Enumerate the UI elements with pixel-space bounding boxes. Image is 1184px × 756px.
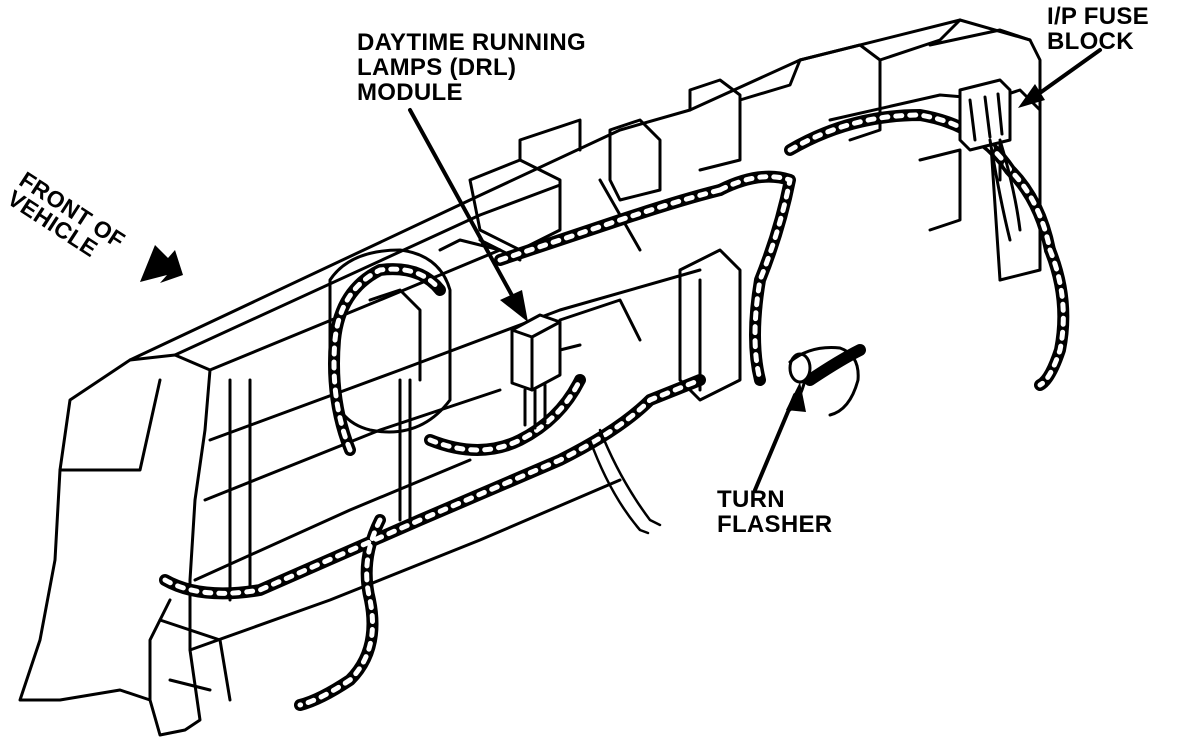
drl-arrow-icon	[500, 290, 528, 322]
front-direction-arrow	[140, 245, 183, 283]
flasher-arrow-icon	[786, 382, 806, 412]
flasher-label-line-2: FLASHER	[717, 511, 833, 538]
flasher-leader-line	[753, 393, 797, 492]
arrow-heads	[500, 84, 1045, 412]
fuse-label-line-1: I/P FUSE	[1047, 3, 1149, 30]
harness-tape-wrap	[162, 112, 1066, 708]
fuse-leader-line	[1028, 48, 1102, 102]
front-arrow-icon	[140, 245, 183, 283]
pigtail-wires	[588, 428, 662, 535]
drl-label-line-2: LAMPS (DRL)	[357, 54, 517, 81]
leader-arrows	[408, 48, 1102, 492]
flasher-label-line-1: TURN	[717, 486, 785, 513]
turn-flasher-label: TURN FLASHER	[717, 487, 832, 537]
fuse-arrow-icon	[1018, 84, 1045, 108]
drl-label-line-1: DAYTIME RUNNING	[357, 29, 586, 56]
drl-module-label: DAYTIME RUNNING LAMPS (DRL) MODULE	[357, 30, 586, 105]
ip-fuse-block	[958, 78, 1022, 242]
drl-label-line-3: MODULE	[357, 79, 463, 106]
ip-fuse-block-label: I/P FUSE BLOCK	[1047, 4, 1149, 54]
drl-module	[510, 313, 582, 430]
drl-leader-line	[408, 108, 522, 312]
fuse-label-line-2: BLOCK	[1047, 28, 1134, 55]
